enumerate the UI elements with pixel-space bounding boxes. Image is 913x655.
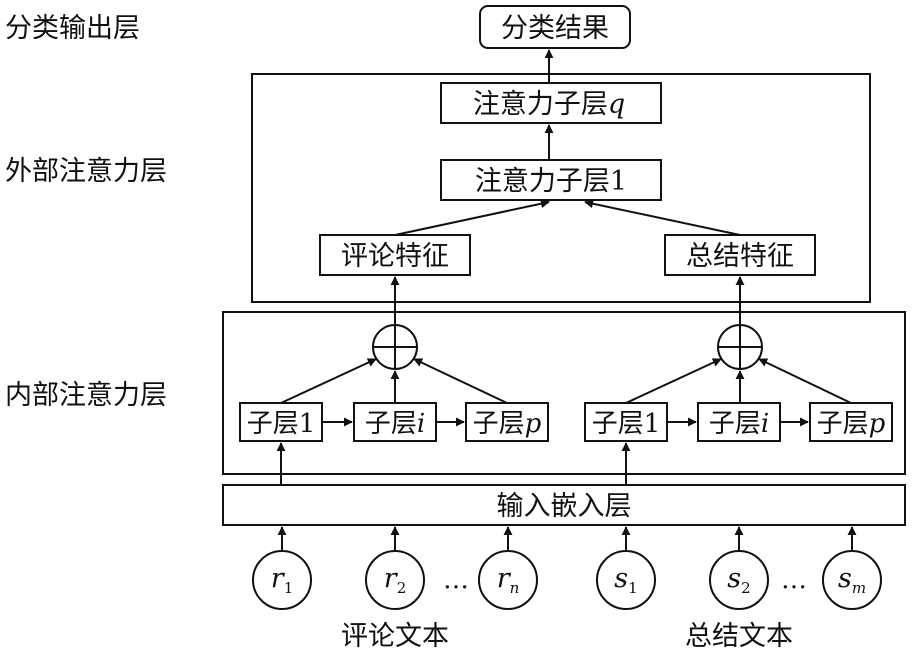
arrow-summary-feature-attn1: [584, 199, 741, 236]
attention-sublayer-q-box: [440, 82, 662, 124]
summary-sublayer-p-label: 子层p: [817, 409, 886, 439]
review-sum-node: [372, 324, 418, 370]
review-sublayer-1-label: 子层1: [247, 409, 316, 439]
token-s1: s1: [596, 550, 656, 610]
review-sublayer-i-label: 子层i: [365, 409, 425, 439]
arrow-summary-sub1-sum: [625, 358, 722, 404]
outer-attention-container: [251, 73, 871, 303]
summary-feature-box: [664, 234, 816, 276]
attention-sublayer-q-label: 注意力子层q: [473, 89, 625, 120]
classification-result-label: 分类结果: [501, 13, 609, 44]
summary-sublayer-i-label: 子层i: [709, 409, 769, 439]
summary-sublayer-1-box: [584, 402, 668, 442]
arrow-review-subp-sum: [413, 358, 508, 404]
review-sublayer-p-label: 子层p: [473, 409, 542, 439]
review-feature-label: 评论特征: [341, 241, 449, 272]
svg-text:sm: sm: [838, 563, 866, 597]
review-feature-box: [319, 234, 471, 276]
flow-arrows: [276, 49, 857, 551]
review-token-ellipsis: …: [443, 565, 469, 595]
summary-sublayer-1-label: 子层1: [592, 409, 661, 439]
review-sublayer-1-box: [239, 402, 323, 442]
arrow-summary-subp-sum: [758, 358, 852, 404]
summary-sublayer-p-box: [809, 402, 893, 442]
token-r2: r2: [365, 550, 425, 610]
classification-result-box: [479, 5, 631, 49]
token-rn: rn: [478, 550, 538, 610]
token-sm: sm: [822, 550, 882, 610]
summary-feature-label: 总结特征: [686, 241, 794, 272]
svg-text:s2: s2: [727, 563, 750, 597]
svg-text:s1: s1: [614, 563, 637, 597]
attention-sublayer-1-label: 注意力子层1: [475, 166, 627, 197]
token-s2: s2: [709, 550, 769, 610]
input-embedding-box: [222, 484, 906, 526]
svg-text:r2: r2: [384, 563, 406, 597]
summary-text-caption: 总结文本: [685, 621, 793, 652]
svg-text:rn: rn: [497, 563, 520, 597]
arrow-review-sub1-sum: [280, 358, 377, 404]
summary-token-ellipsis: …: [781, 565, 807, 595]
svg-text:r1: r1: [271, 563, 293, 597]
attention-sublayer-1-box: [440, 159, 662, 201]
layer-label-classification-output: 分类输出层: [5, 13, 140, 44]
summary-sum-node: [717, 324, 763, 370]
arrow-review-feature-attn1: [394, 199, 550, 236]
summary-sublayer-i-box: [697, 402, 781, 442]
review-sublayer-p-box: [465, 402, 549, 442]
input-embedding-label: 输入嵌入层: [497, 491, 632, 522]
layer-label-outer-attention: 外部注意力层: [5, 156, 167, 187]
layer-label-inner-attention: 内部注意力层: [5, 380, 167, 411]
inner-attention-container: [222, 311, 906, 475]
review-text-caption: 评论文本: [341, 621, 449, 652]
token-r1: r1: [252, 550, 312, 610]
review-sublayer-i-box: [353, 402, 437, 442]
